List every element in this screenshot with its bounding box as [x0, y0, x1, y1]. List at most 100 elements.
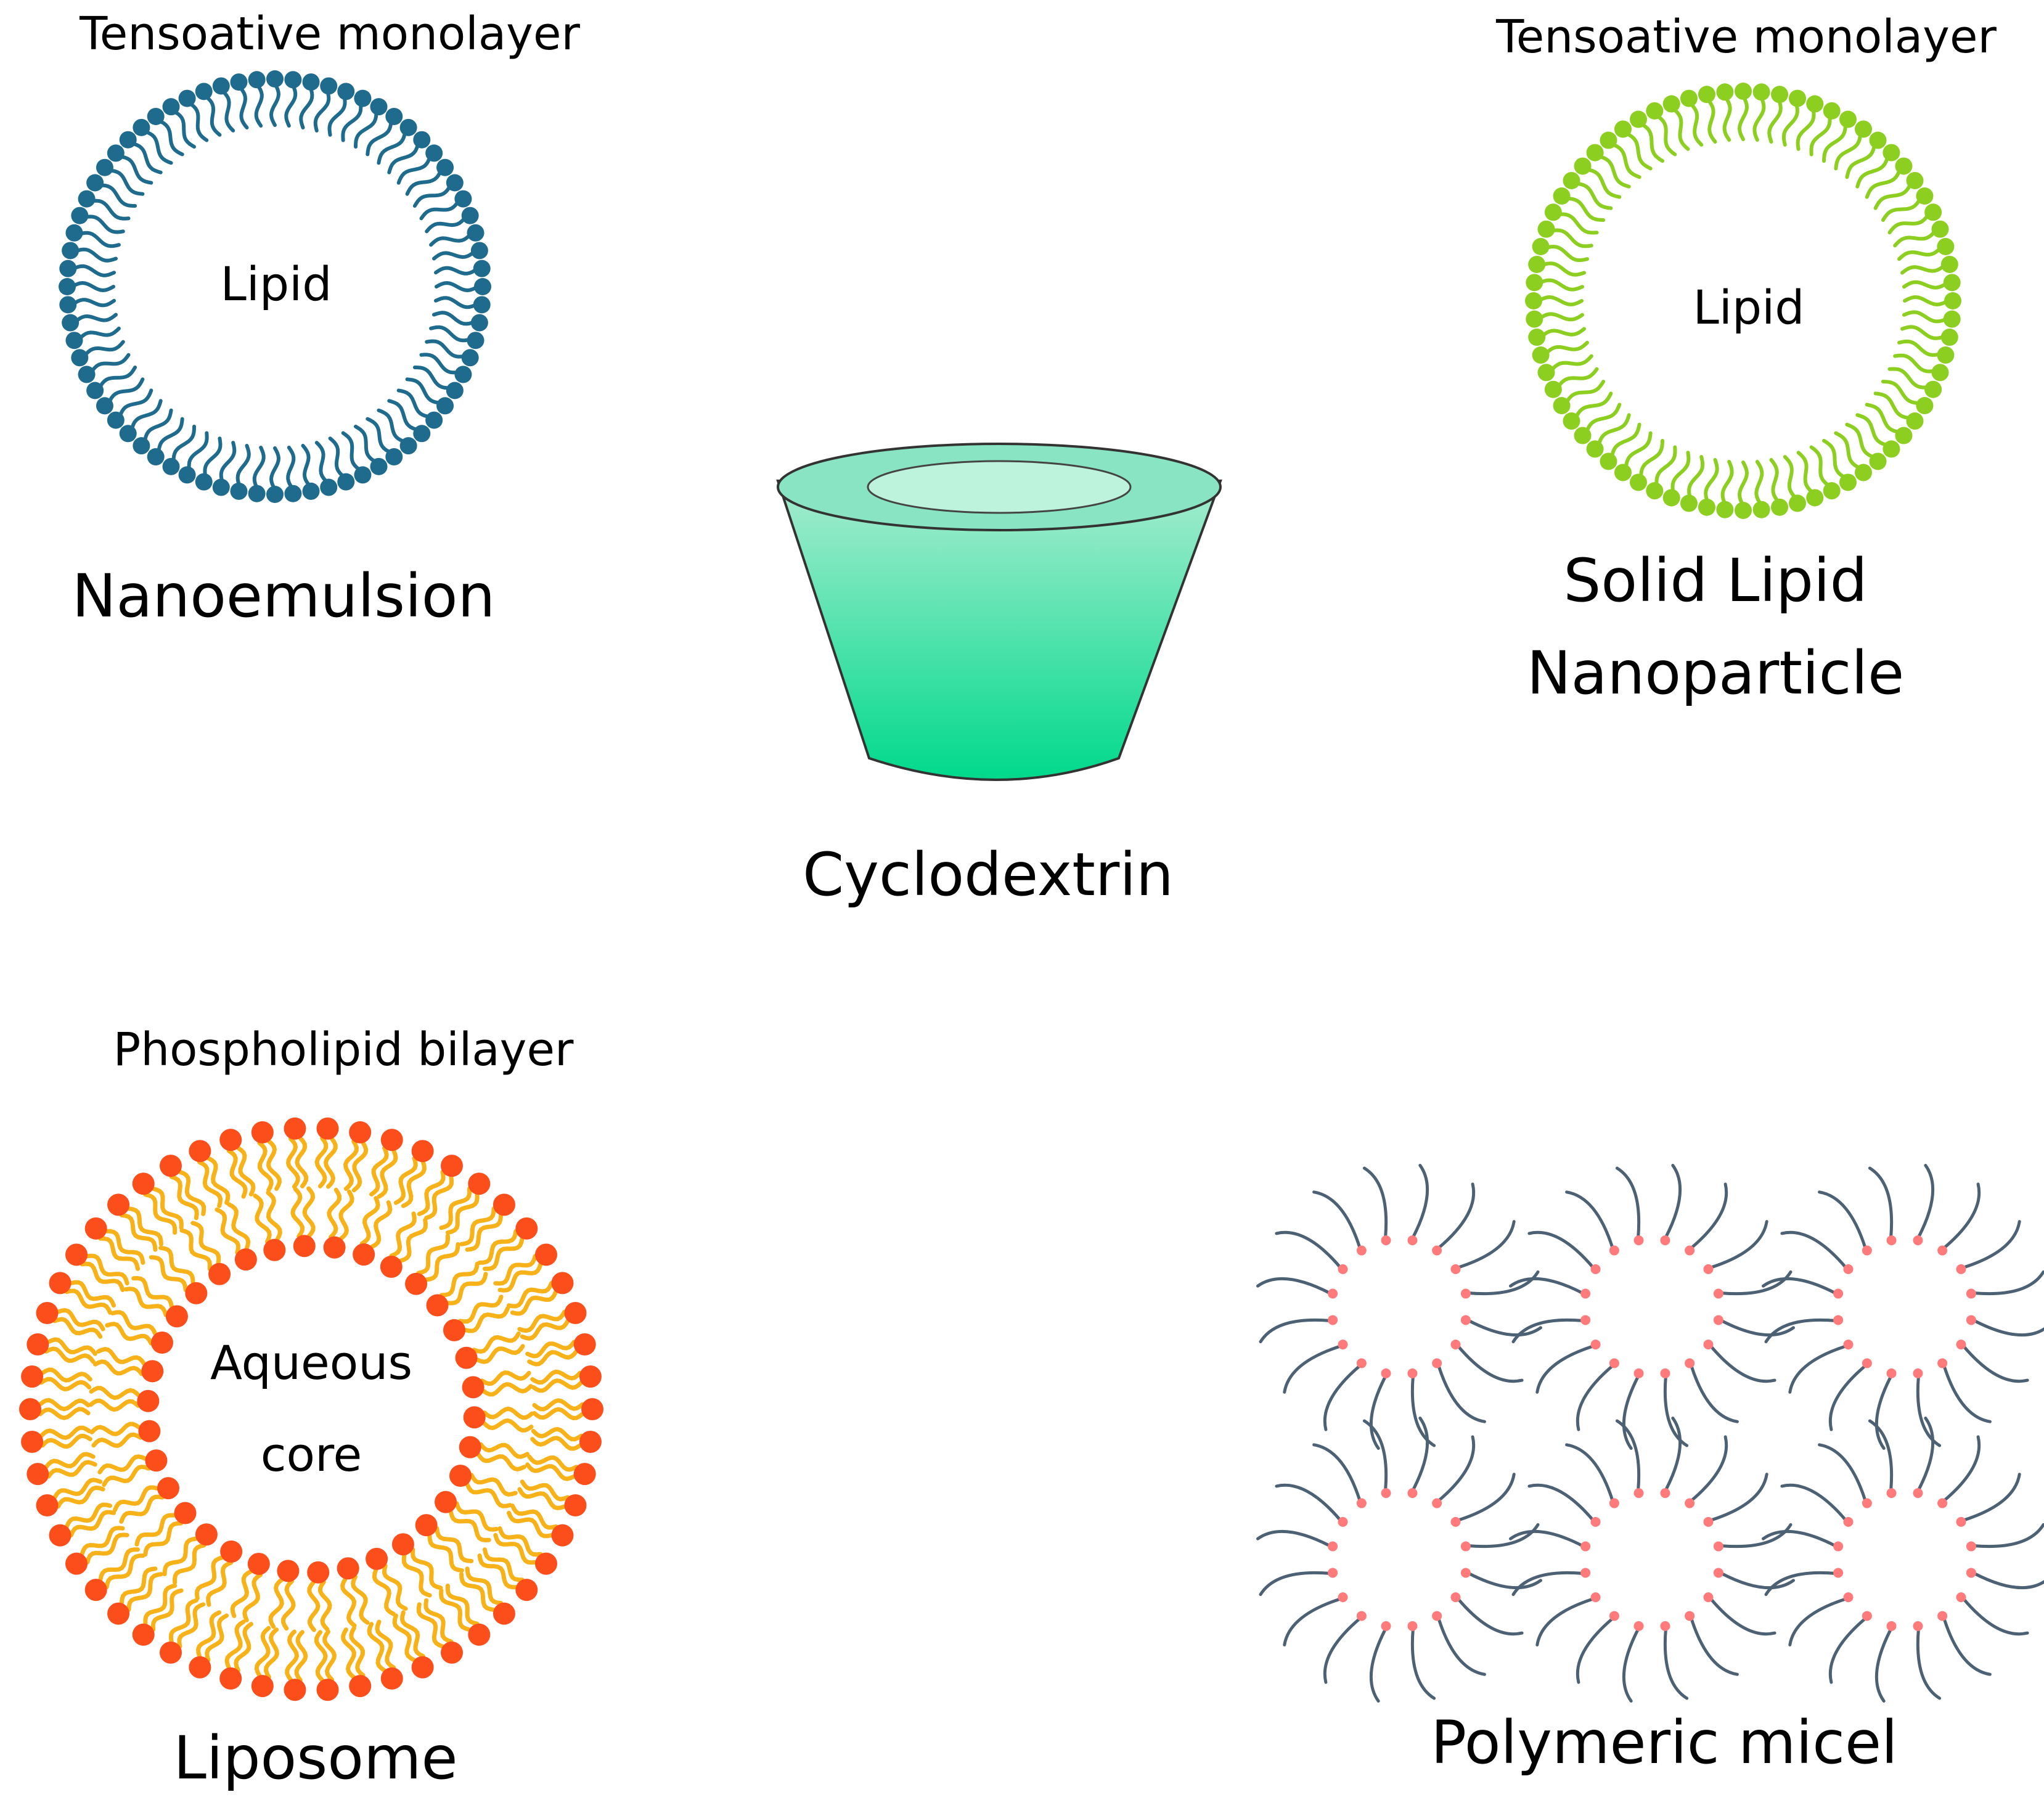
micel-polymer-chain [1467, 1319, 1542, 1337]
micel-polymer-chain [1690, 1364, 1739, 1423]
cyclodextrin-title: Cyclodextrin [803, 840, 1174, 909]
micel-core-segment [1450, 1264, 1461, 1274]
micel-polymer-chain [1527, 1483, 1595, 1522]
sln-surfactant-tail [1671, 107, 1690, 151]
liposome-inner-head [247, 1552, 270, 1575]
micel-polymer-chain [1972, 1571, 2044, 1590]
nanoemulsion-surfactant-head [107, 144, 125, 162]
sln-surfactant-head [1906, 412, 1924, 430]
micel-polymer-chain [1457, 1597, 1524, 1636]
liposome-outer-tail [517, 1309, 567, 1333]
micel-core-segment [1460, 1541, 1471, 1552]
nanoemulsion-surfactant-head [454, 190, 472, 208]
sln-surfactant-head [1574, 157, 1592, 175]
micel-polymer-chain [1362, 1166, 1388, 1239]
sln-surfactant-tail [1639, 438, 1664, 480]
nanoemulsion-surfactant-tail [203, 94, 222, 137]
micel-core-segment [1966, 1568, 1976, 1578]
nanoemulsion-surfactant-head [446, 174, 464, 192]
nanoemulsion-surfactant-tail [107, 377, 145, 405]
micel-polymer-chain [1942, 1364, 1992, 1423]
liposome-outer-tail [510, 1290, 558, 1316]
micel-core-segment [1685, 1358, 1695, 1368]
nanoemulsion-surfactant-tail [354, 424, 378, 464]
liposome-inner-tail [439, 1261, 480, 1298]
nanoemulsion-surfactant-head [399, 437, 417, 455]
liposome-inner-tail [463, 1306, 510, 1333]
liposome-outer-tail [465, 1566, 504, 1606]
nanoemulsion-surfactant-head [162, 98, 180, 116]
sln-surfactant-head [1532, 238, 1550, 256]
micel-polymer-chain [1467, 1571, 1542, 1590]
sln-surfactant-tail [1654, 445, 1677, 488]
micel-polymer-chain [1467, 1523, 1540, 1548]
solid-lipid-nanoparticle-figure: Tensoative monolayer Lipid Solid Lipid N… [1495, 10, 1997, 708]
polymeric-micel-figure: Polymeric micel [1256, 1164, 2044, 1777]
liposome-inner-tail [206, 1560, 234, 1607]
sln-surfactant-head [1528, 329, 1546, 346]
micel-polymer-chain [1972, 1270, 2044, 1296]
micel-polymer-chain [1818, 1190, 1867, 1250]
sln-surfactant-tail [1706, 97, 1717, 144]
nanoemulsion-surfactant-tail [97, 183, 137, 208]
sln-surfactant-head [1600, 452, 1617, 470]
micel-core-segment [1862, 1611, 1872, 1621]
sln-surfactant-head [1895, 157, 1913, 175]
liposome-outer-tail [459, 1206, 496, 1246]
liposome-outer-tail [226, 1148, 248, 1199]
liposome-outer-head [27, 1333, 49, 1356]
nanoemulsion-surfactant-tail [327, 94, 347, 137]
sln-surfactant-tail [1556, 212, 1599, 235]
liposome-outer-tail [367, 1622, 387, 1673]
sln-surfactant-tail [1845, 422, 1877, 460]
liposome-inner-tail [469, 1473, 518, 1497]
sln-surfactant-head [1839, 473, 1857, 491]
nanoemulsion-surfactant-tail [396, 388, 432, 419]
liposome-outer-tail [143, 1192, 178, 1235]
micel-core-segment [1590, 1340, 1601, 1350]
liposome-outer-tail [294, 1630, 308, 1683]
sln-surfactant-tail [1752, 95, 1766, 142]
sln-surfactant-head [1544, 380, 1562, 398]
micel-core-segment [1328, 1315, 1338, 1325]
sln-surfactant-tail [1783, 455, 1798, 501]
liposome-outer-head [411, 1140, 434, 1163]
liposome-inner-head [277, 1560, 300, 1582]
cyclodextrin-figure: Cyclodextrin [776, 443, 1222, 909]
nanoemulsion-surfactant-tail [89, 198, 131, 221]
micel-core-segment [1407, 1488, 1418, 1499]
sln-surfactant-tail [1556, 367, 1599, 390]
liposome-outer-tail [314, 1630, 328, 1683]
liposome-outer-tail [377, 1148, 398, 1199]
nanoemulsion-surfactant-head [474, 278, 491, 295]
liposome-inner-tail [97, 1454, 148, 1475]
liposome-outer-head [515, 1217, 538, 1240]
micel-polymer-chain [1576, 1617, 1614, 1684]
micel-polymer-chain [1437, 1364, 1486, 1423]
sln-surfactant-head [1680, 89, 1698, 107]
liposome-inner-tail [424, 1242, 460, 1282]
liposome-inner-tail [389, 1211, 417, 1258]
liposome-inner-tail [253, 1193, 272, 1244]
sln-surfactant-tail [1845, 142, 1877, 179]
sln-surfactant-head [1544, 203, 1562, 221]
nanoemulsion-surfactant-head [162, 457, 180, 475]
liposome-inner-head [449, 1464, 472, 1487]
micel-core-segment [1660, 1621, 1670, 1631]
micel-core-segment [1713, 1568, 1723, 1578]
liposome-outer-tail [52, 1317, 103, 1339]
liposome-outer-tail [235, 1145, 256, 1197]
liposome-outer-head [349, 1121, 372, 1143]
sln-surfactant-head [1662, 489, 1680, 507]
liposome-inner-tail [465, 1482, 512, 1508]
liposome-outer-tail [510, 1503, 558, 1530]
liposome-outer-tail [525, 1462, 576, 1481]
micel-core-segment [1713, 1315, 1723, 1325]
liposome-inner-tail [382, 1563, 408, 1611]
liposome-outer-tail [234, 1622, 253, 1673]
liposome-outer-tail [178, 1169, 206, 1216]
micel-core-segment [1580, 1541, 1591, 1552]
sln-surfactant-head [1680, 494, 1698, 512]
nanoemulsion-surfactant-tail [71, 298, 116, 308]
liposome-outer-tail [64, 1288, 113, 1315]
